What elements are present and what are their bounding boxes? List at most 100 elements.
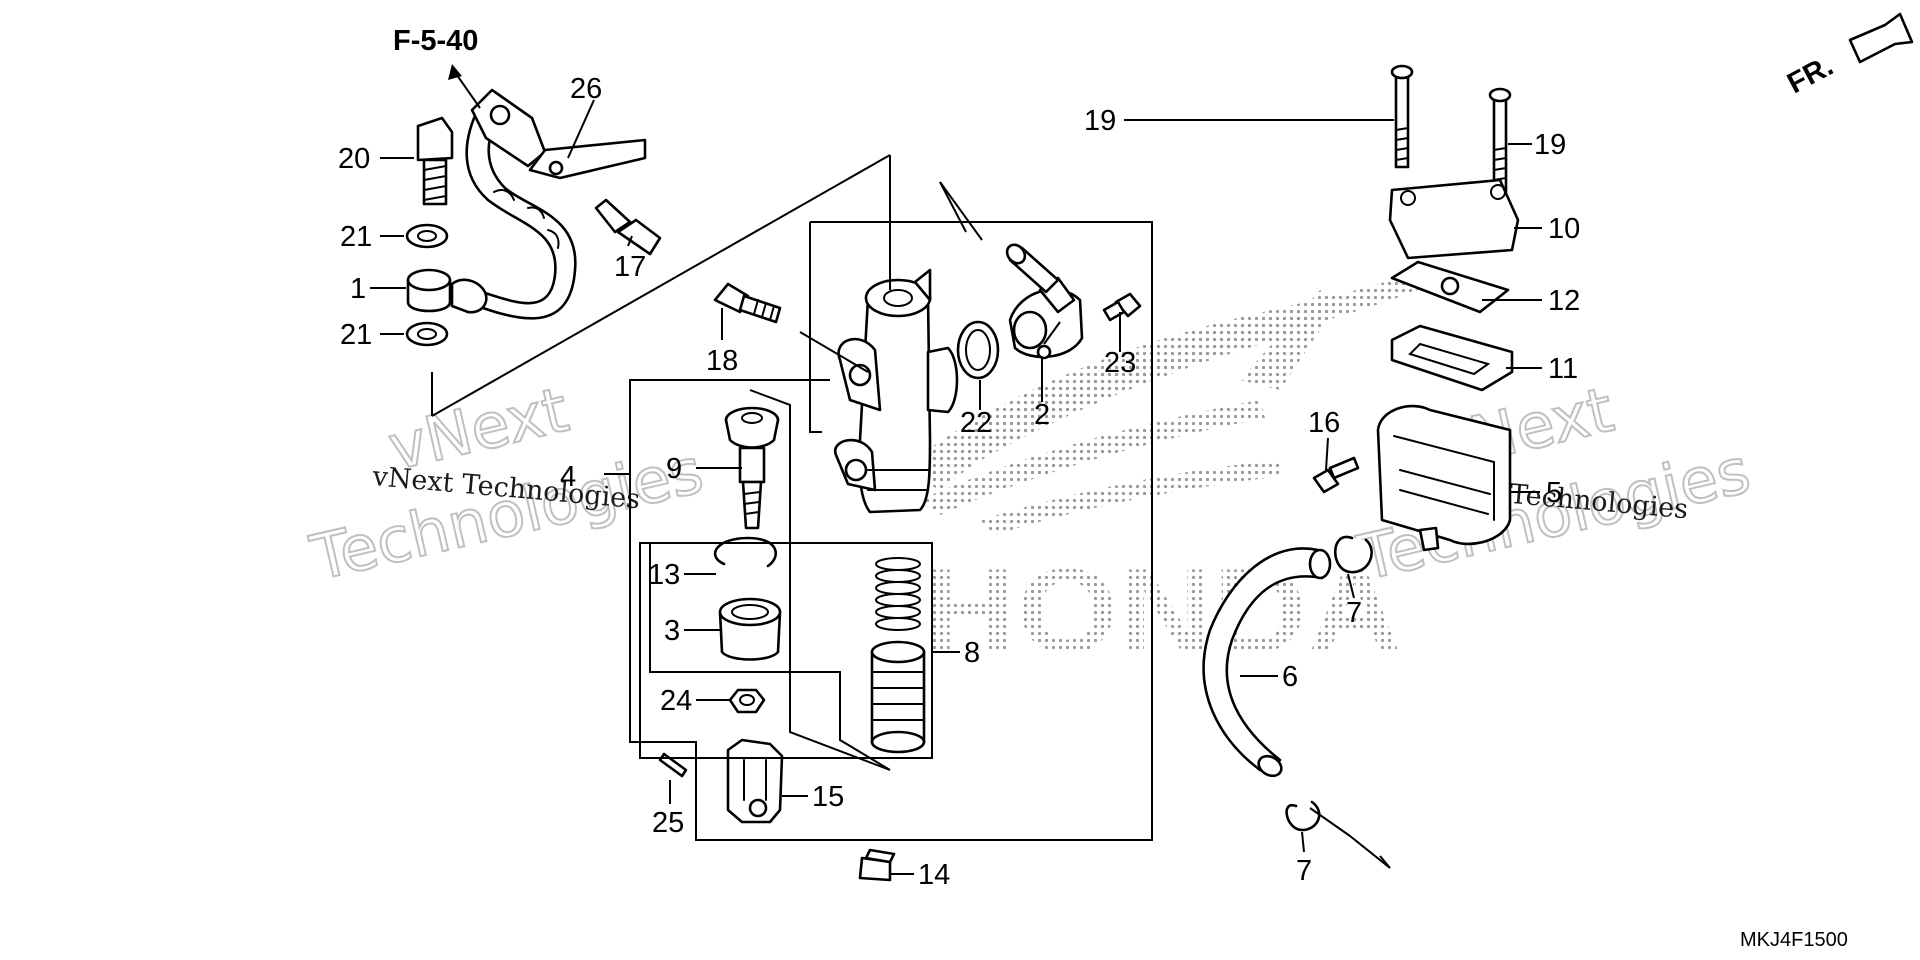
clip-guide-line xyxy=(1309,807,1351,837)
callout-14: 14 xyxy=(918,859,950,891)
master-cylinder-body xyxy=(833,268,959,514)
sealing-washer-21-upper xyxy=(405,223,449,249)
callout-7-lower: 7 xyxy=(1296,855,1312,887)
kit-box-inner xyxy=(809,222,822,433)
washer-hole xyxy=(417,230,437,242)
cap-screw-hole xyxy=(1400,190,1416,206)
reservoir-cap-10 xyxy=(1388,178,1520,260)
callout-6: 6 xyxy=(1282,661,1298,693)
callout-20: 20 xyxy=(338,143,370,175)
callout-24: 24 xyxy=(660,685,692,717)
pushrod-guide xyxy=(749,389,891,771)
callout-23: 23 xyxy=(1104,347,1136,379)
callout-21-upper: 21 xyxy=(340,221,372,253)
callout-13: 13 xyxy=(648,559,680,591)
front-direction-arrow: FR. xyxy=(1782,12,1914,100)
piston-bottom xyxy=(870,730,926,754)
drawing-code: MKJ4F1500 xyxy=(1740,929,1848,951)
bolt-16-head xyxy=(1312,468,1340,494)
piston-kit-inner xyxy=(649,543,891,771)
reservoir-5 xyxy=(1376,404,1512,546)
callout-21-lower: 21 xyxy=(340,319,372,351)
boot-hole xyxy=(741,412,763,424)
cotter-pin-25 xyxy=(658,752,688,778)
hose-clip-7-lower xyxy=(1285,800,1321,832)
callout-9: 9 xyxy=(666,453,682,485)
ref-arrow-head xyxy=(448,64,462,80)
reference-label: F-5-40 xyxy=(393,25,478,57)
clevis-15 xyxy=(726,738,784,824)
callout-7-upper: 7 xyxy=(1346,597,1362,629)
o-ring-inner xyxy=(965,329,991,371)
banjo-bolt-20-shank xyxy=(422,158,448,206)
piston-set-8 xyxy=(870,640,926,754)
hose-bands xyxy=(493,189,560,249)
mounting-hole-lower xyxy=(844,458,868,482)
nipple-tip xyxy=(1005,243,1027,265)
bolt-18-shank xyxy=(738,294,782,324)
callout-12: 12 xyxy=(1548,285,1580,317)
o-ring-22 xyxy=(956,320,1000,380)
reservoir-assembly xyxy=(1285,64,1520,832)
bolt-guide-line xyxy=(799,331,869,373)
banjo-ring-top xyxy=(406,268,452,292)
callout-10: 10 xyxy=(1548,213,1580,245)
pushrod-threads xyxy=(743,491,761,515)
side-fitting xyxy=(926,346,959,414)
arrow-body xyxy=(1848,12,1914,64)
bolt-17-head xyxy=(616,218,662,256)
screw-threads xyxy=(1395,127,1409,161)
banjo-end xyxy=(450,278,488,314)
nut-24 xyxy=(728,688,766,714)
reservoir-level-lines xyxy=(1399,469,1491,515)
clip-guide-line xyxy=(1349,835,1391,869)
callout-25: 25 xyxy=(652,807,684,839)
clevis-pin-hole xyxy=(748,798,768,818)
brake-hose-assembly xyxy=(405,88,662,347)
diaphragm-inner xyxy=(1408,342,1491,376)
boot-9 xyxy=(724,418,780,449)
spring xyxy=(875,557,921,631)
hose-end-upper xyxy=(1308,548,1332,580)
piston-kit-box xyxy=(639,542,933,759)
hose-guide-26 xyxy=(528,138,647,180)
piston-rings xyxy=(871,671,925,721)
joint-screw-hole xyxy=(1036,344,1052,360)
joint-pin-14-top xyxy=(864,848,896,864)
callout-3: 3 xyxy=(664,615,680,647)
o-ring-outer xyxy=(956,320,1000,380)
honda-wing-logo xyxy=(900,270,1430,535)
callout-11: 11 xyxy=(1548,353,1578,385)
diaphragm-11 xyxy=(1390,324,1514,392)
pushrod-joint xyxy=(738,446,766,484)
stopper-rim xyxy=(718,597,782,627)
screw-23-shank xyxy=(1102,300,1126,322)
bolt-18 xyxy=(713,282,782,324)
callout-19-right: 19 xyxy=(1534,129,1566,161)
bolt-17-shank xyxy=(594,198,632,234)
guide-hole xyxy=(548,160,564,176)
hose-clip-7-upper xyxy=(1333,535,1373,574)
joint-guide-line xyxy=(939,181,967,233)
reservoir-hose-6 xyxy=(1202,547,1332,778)
hose-end-lower xyxy=(1257,754,1283,778)
screw-23 xyxy=(1102,292,1142,322)
group-outlines xyxy=(431,154,1391,869)
callout-17: 17 xyxy=(614,251,646,283)
piston-top xyxy=(870,640,926,664)
bracket-hole xyxy=(489,104,511,126)
callout-labels: F-5-40 20 21 1 21 26 17 18 22 2 23 19 19… xyxy=(338,25,1848,951)
bolt-16-shank xyxy=(1328,456,1360,480)
plate-center xyxy=(1440,276,1460,296)
piston-parts xyxy=(658,406,926,882)
master-cylinder-kit-box xyxy=(629,221,1153,841)
screw-19-left-head xyxy=(1390,64,1414,80)
clip-guide-line xyxy=(1379,855,1391,869)
port-hole xyxy=(883,289,913,307)
front-marker-label: FR. xyxy=(1782,50,1838,100)
screw-19-left xyxy=(1394,73,1410,169)
sealing-washer-21-lower xyxy=(405,321,449,347)
callout-4: 4 xyxy=(560,461,576,493)
